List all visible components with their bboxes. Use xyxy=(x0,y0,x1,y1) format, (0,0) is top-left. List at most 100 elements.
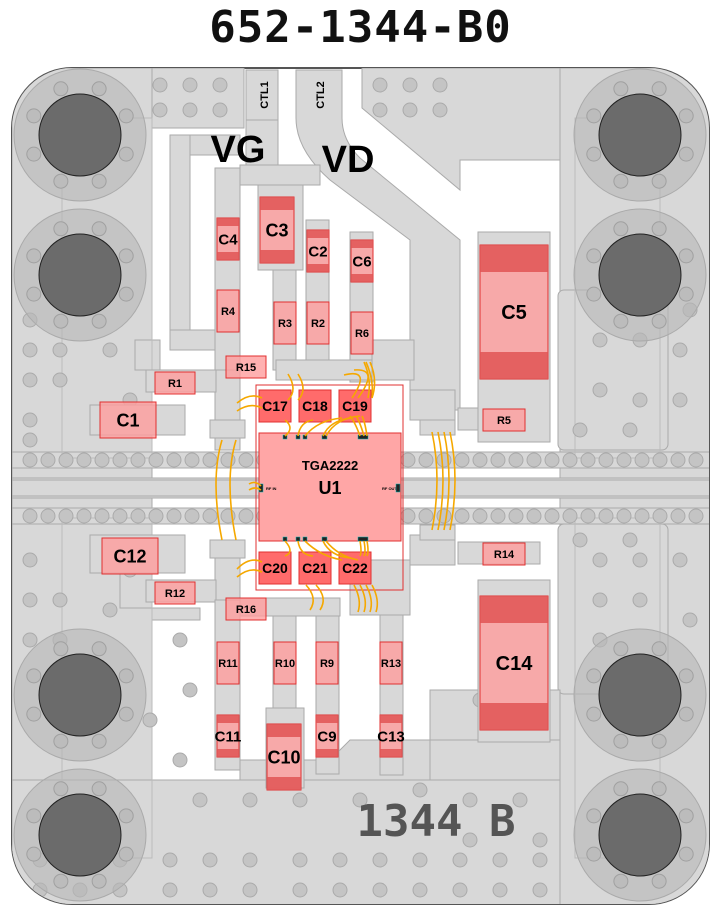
via xyxy=(454,452,470,468)
via xyxy=(202,508,218,524)
component-label: C20 xyxy=(262,560,288,576)
via xyxy=(292,792,308,808)
component-c21[interactable]: C21 xyxy=(298,551,332,585)
component-r3[interactable]: R3 xyxy=(273,301,297,345)
component-c6[interactable]: C6 xyxy=(350,239,374,283)
via xyxy=(672,342,688,358)
component-label: R13 xyxy=(381,658,401,670)
component-c3[interactable]: C3 xyxy=(259,196,295,264)
component-label: C19 xyxy=(342,398,368,414)
component-label: C6 xyxy=(352,253,371,270)
component-c13[interactable]: C13 xyxy=(377,714,405,758)
mounting-hole xyxy=(573,208,707,342)
via xyxy=(202,852,218,868)
component-c11[interactable]: C11 xyxy=(215,714,242,758)
via xyxy=(616,508,632,524)
via xyxy=(182,77,198,93)
vg-label: VG xyxy=(211,129,266,171)
component-r16[interactable]: R16 xyxy=(225,597,267,621)
ctl2-label: CTL2 xyxy=(315,81,327,109)
component-r6[interactable]: R6 xyxy=(350,311,374,355)
via xyxy=(580,508,596,524)
component-label: R3 xyxy=(278,318,292,330)
component-r12[interactable]: R12 xyxy=(154,581,196,605)
via xyxy=(402,102,418,118)
via xyxy=(76,508,92,524)
via xyxy=(402,77,418,93)
via xyxy=(242,852,258,868)
via xyxy=(462,832,478,848)
mounting-hole xyxy=(573,628,707,762)
via xyxy=(372,852,388,868)
component-c12[interactable]: C12 xyxy=(101,537,159,575)
component-r9[interactable]: R9 xyxy=(315,641,339,685)
via xyxy=(372,102,388,118)
mounting-hole xyxy=(13,768,147,902)
component-label: C4 xyxy=(218,231,238,248)
component-c17[interactable]: C17 xyxy=(258,389,292,423)
via xyxy=(112,508,128,524)
via xyxy=(580,452,596,468)
component-r4[interactable]: R4 xyxy=(216,289,240,333)
component-r2[interactable]: R2 xyxy=(306,301,330,345)
component-c1[interactable]: C1 xyxy=(99,401,157,439)
component-c18[interactable]: C18 xyxy=(298,389,332,423)
ctl1-label: CTL1 xyxy=(259,81,271,109)
via xyxy=(592,552,608,568)
component-r15[interactable]: R15 xyxy=(225,355,267,379)
via xyxy=(462,792,478,808)
via xyxy=(526,508,542,524)
via xyxy=(592,382,608,398)
component-label: C12 xyxy=(113,546,146,566)
component-r11[interactable]: R11 xyxy=(216,641,240,685)
component-label: R5 xyxy=(497,415,511,427)
via xyxy=(652,508,668,524)
via xyxy=(22,432,38,448)
via xyxy=(22,452,38,468)
via xyxy=(76,452,92,468)
via xyxy=(148,452,164,468)
via xyxy=(452,852,468,868)
via xyxy=(52,372,68,388)
via xyxy=(598,452,614,468)
via xyxy=(562,508,578,524)
via xyxy=(544,508,560,524)
via xyxy=(412,882,428,898)
component-r5[interactable]: R5 xyxy=(482,408,526,432)
component-label: C14 xyxy=(496,653,534,675)
component-r1[interactable]: R1 xyxy=(154,371,196,395)
vd-label: VD xyxy=(322,139,375,181)
mounting-hole xyxy=(13,208,147,342)
via xyxy=(172,752,188,768)
via xyxy=(532,852,548,868)
via xyxy=(492,852,508,868)
via xyxy=(592,592,608,608)
component-r14[interactable]: R14 xyxy=(482,542,526,566)
via xyxy=(352,792,368,808)
via xyxy=(184,452,200,468)
component-c5[interactable]: C5 xyxy=(479,244,549,380)
via xyxy=(182,682,198,698)
component-c4[interactable]: C4 xyxy=(216,217,240,261)
via xyxy=(22,508,38,524)
via xyxy=(418,452,434,468)
component-label: R6 xyxy=(355,328,369,340)
bond-wires xyxy=(215,361,456,613)
mounting-hole xyxy=(13,628,147,762)
component-c9[interactable]: C9 xyxy=(315,714,339,758)
via xyxy=(238,452,254,468)
via xyxy=(652,452,668,468)
via xyxy=(512,792,528,808)
component-c14[interactable]: C14 xyxy=(479,595,549,731)
via xyxy=(22,632,38,648)
component-r10[interactable]: R10 xyxy=(273,641,297,685)
component-label: R14 xyxy=(494,549,515,561)
component-label: R4 xyxy=(221,306,236,318)
via xyxy=(592,332,608,348)
component-c10[interactable]: C10 xyxy=(266,723,302,791)
component-label: R1 xyxy=(168,378,182,390)
component-c20[interactable]: C20 xyxy=(258,551,292,585)
via xyxy=(142,712,158,728)
component-c2[interactable]: C2 xyxy=(306,229,330,273)
component-r13[interactable]: R13 xyxy=(379,641,403,685)
